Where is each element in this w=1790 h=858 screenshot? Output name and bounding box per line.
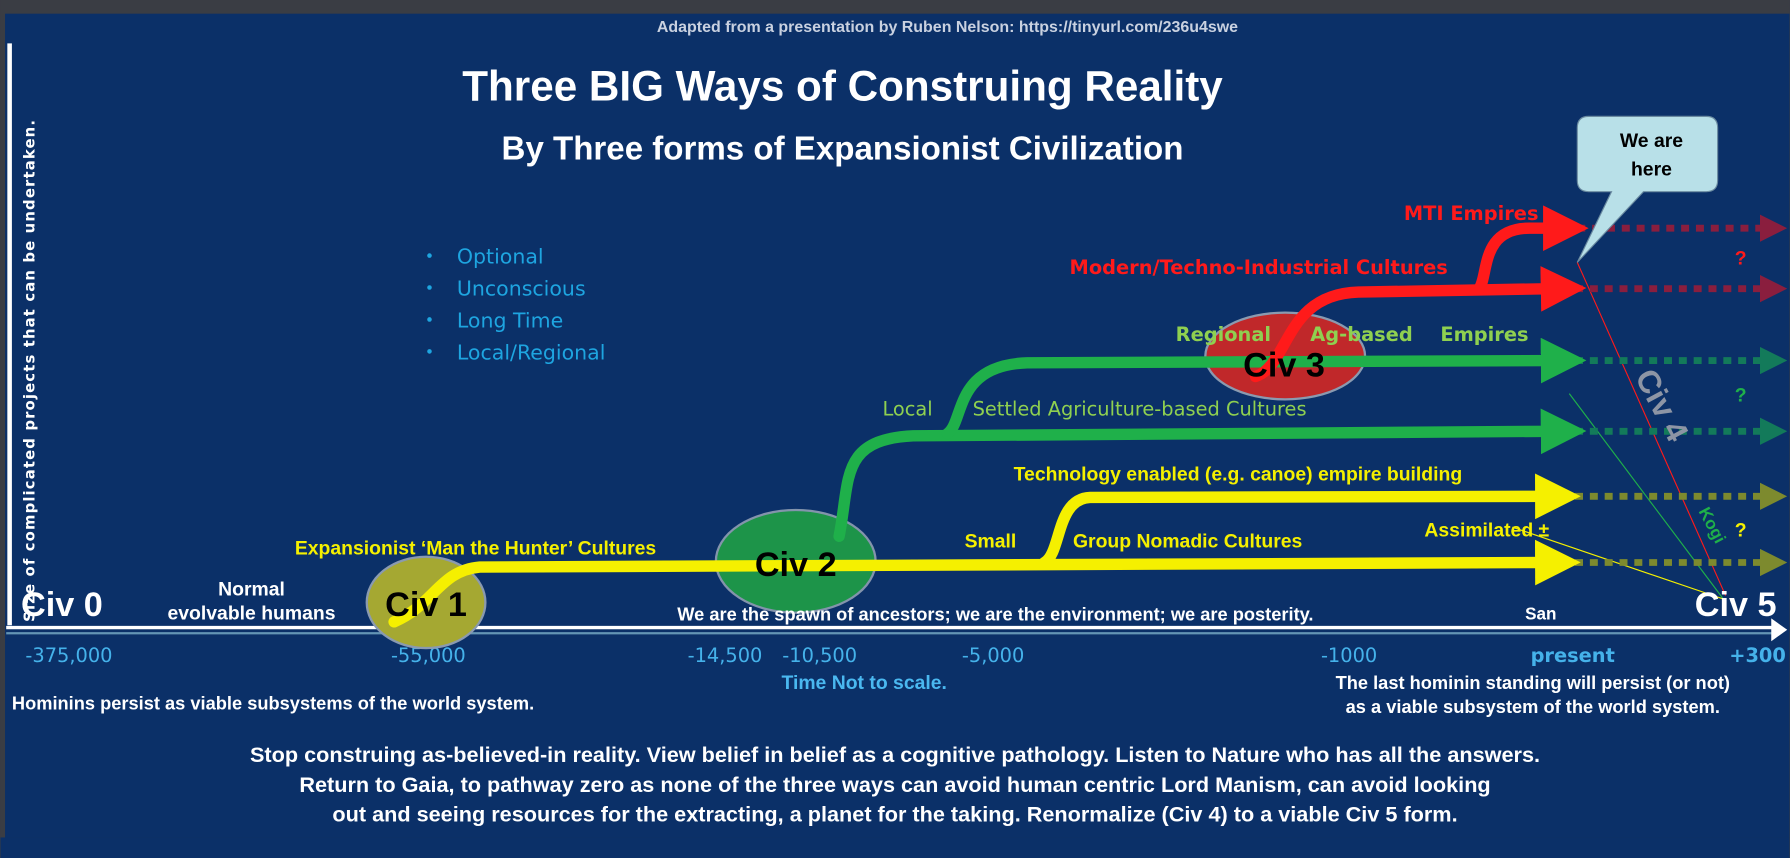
- caption-line: Return to Gaia, to pathway zero as none …: [299, 772, 1490, 797]
- tick-label: -10,500: [782, 644, 857, 667]
- question-mark: ?: [1735, 248, 1747, 270]
- last-hominin-line1: The last hominin standing will persist (…: [1336, 672, 1730, 693]
- last-hominin-line2: as a viable subsystem of the world syste…: [1346, 696, 1720, 717]
- nomadic-cultures-label: Group Nomadic Cultures: [1073, 531, 1302, 553]
- ag-empires-pathway: [941, 337, 1587, 440]
- bullet-list: Optional Unconscious Long Time Local/Reg…: [427, 245, 606, 364]
- san-label: San: [1525, 605, 1556, 624]
- civ2-label: Civ 2: [755, 546, 837, 584]
- local-label: Local: [882, 397, 932, 420]
- hunter-cultures-label: Expansionist ‘Man the Hunter’ Cultures: [295, 538, 656, 560]
- assimilated-label: Assimilated ±: [1424, 519, 1549, 541]
- civ1-label: Civ 1: [385, 586, 467, 624]
- tick-label: -1000: [1321, 644, 1377, 667]
- ag-based-label: Ag-based: [1310, 323, 1412, 346]
- canoe-empire-pathway: [1038, 473, 1581, 569]
- canoe-empire-label: Technology enabled (e.g. canoe) empire b…: [1014, 463, 1463, 485]
- empires-label: Empires: [1440, 323, 1528, 346]
- tick-label: -375,000: [25, 644, 112, 667]
- y-axis-label: Size of complicated projects that can be…: [22, 119, 39, 622]
- question-mark: ?: [1735, 519, 1747, 541]
- tick-label: -5,000: [962, 644, 1024, 667]
- bullet-item: Local/Regional: [457, 340, 606, 364]
- time-note: Time Not to scale.: [781, 672, 946, 694]
- techno-industrial-label: Modern/Techno-Industrial Cultures: [1070, 256, 1448, 279]
- civ3-label: Civ 3: [1243, 347, 1325, 385]
- caption: Stop construing as-believed-in reality. …: [250, 742, 1540, 826]
- settled-cultures-label: Settled Agriculture-based Cultures: [973, 397, 1307, 420]
- small-label: Small: [965, 531, 1017, 553]
- callout-line: here: [1631, 159, 1672, 181]
- tick-label: -55,000: [391, 644, 466, 667]
- mti-empires-label: MTI Empires: [1404, 202, 1539, 225]
- diagram-background: [5, 13, 1790, 838]
- civ0-label: Civ 0: [21, 586, 103, 624]
- tick-label: -14,500: [688, 644, 763, 667]
- page-subtitle: By Three forms of Expansionist Civilizat…: [502, 131, 1184, 168]
- bullet-item: Optional: [457, 245, 544, 269]
- future-pathways: [1575, 214, 1788, 577]
- settled-agriculture-pathway: [833, 408, 1587, 542]
- nomadic-pathway: [388, 539, 1581, 628]
- mti-empires-pathway: [1472, 205, 1589, 296]
- normal-label: Normal: [218, 579, 285, 601]
- civ5-label: Civ 5: [1695, 586, 1777, 624]
- bullet-item: Unconscious: [457, 277, 586, 301]
- question-mark: ?: [1735, 385, 1747, 407]
- callout-line: We are: [1620, 130, 1683, 152]
- page-title: Three BIG Ways of Construing Reality: [462, 62, 1223, 109]
- caption-line: Stop construing as-believed-in reality. …: [250, 742, 1540, 767]
- tick-label: present: [1531, 644, 1615, 667]
- techno-industrial-pathway: [1249, 266, 1587, 383]
- attribution: Adapted from a presentation by Ruben Nel…: [657, 19, 1238, 36]
- tick-label: +300: [1729, 644, 1786, 667]
- bullet-item: Long Time: [457, 308, 563, 332]
- regional-label: Regional: [1176, 323, 1271, 346]
- spawn-statement: We are the spawn of ancestors; we are th…: [677, 604, 1313, 625]
- evolvable-humans-label: evolvable humans: [168, 603, 336, 625]
- caption-line: out and seeing resources for the extract…: [332, 801, 1457, 826]
- hominins-statement: Hominins persist as viable subsystems of…: [12, 693, 534, 714]
- we-are-here-callout: We are here: [1576, 115, 1719, 263]
- x-axis-ticks: -375,000 -55,000 -14,500 -10,500 -5,000 …: [25, 644, 1786, 667]
